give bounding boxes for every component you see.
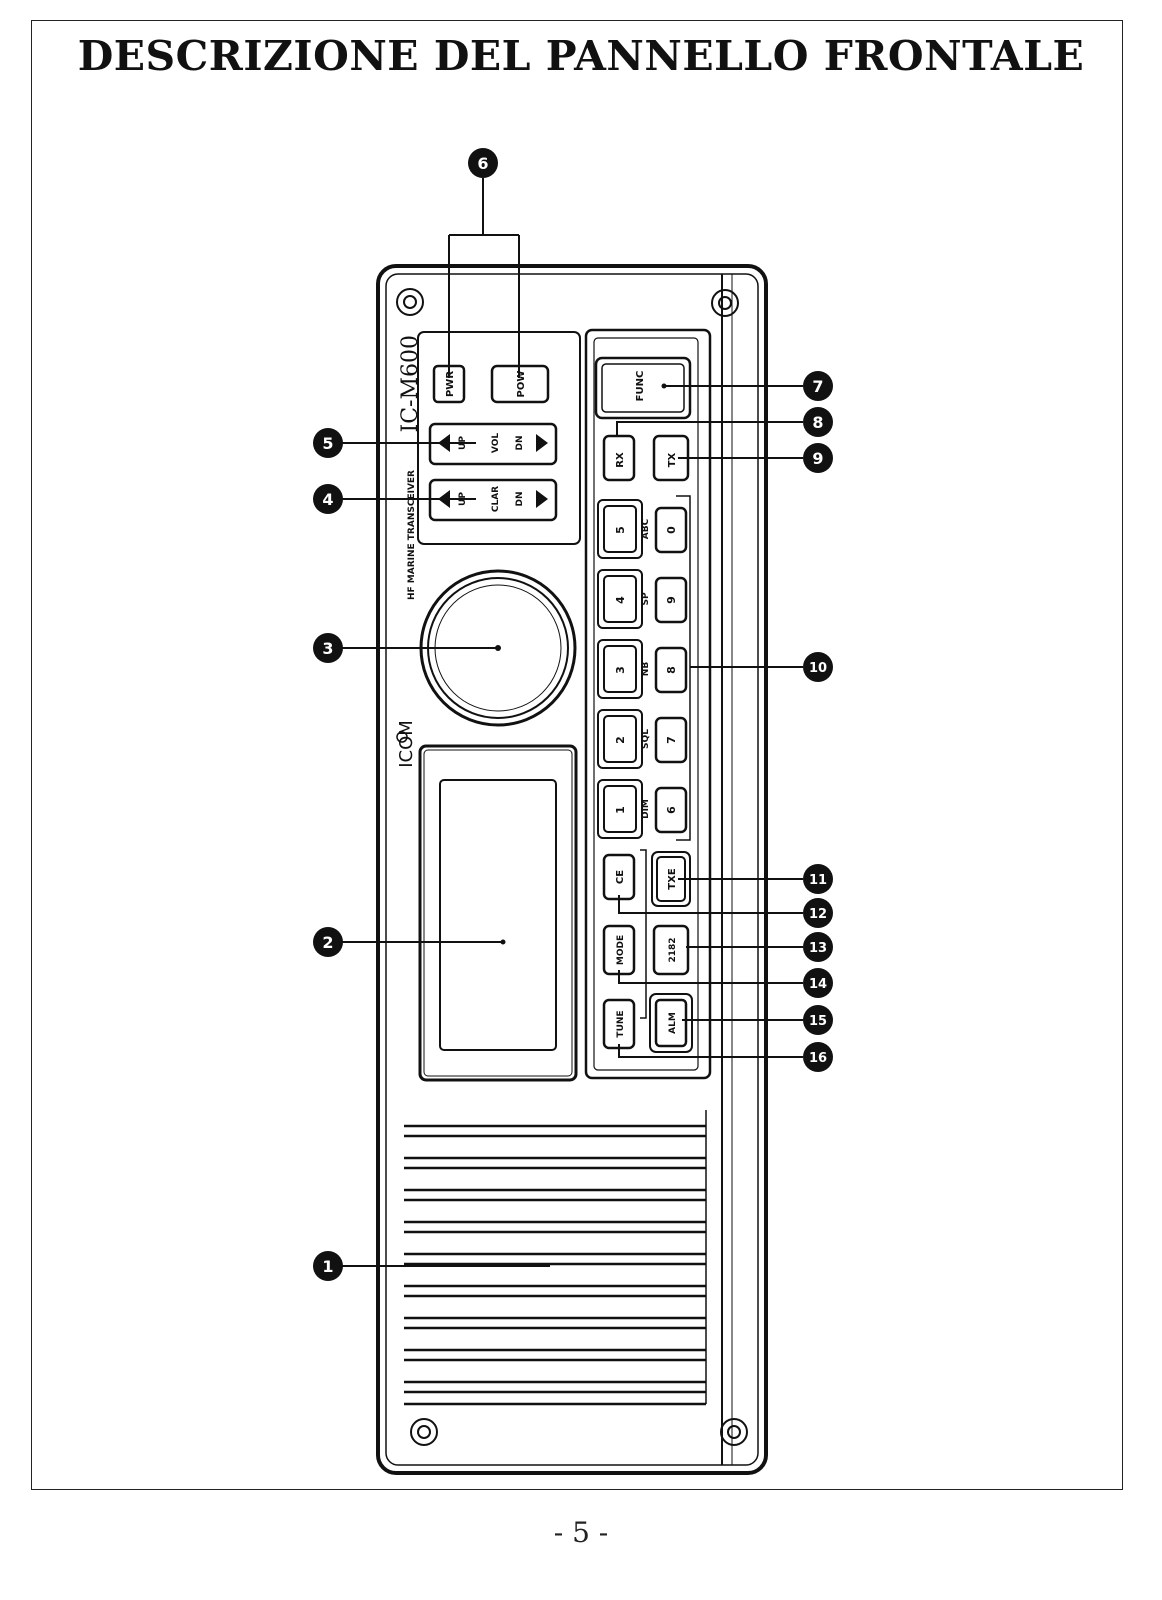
svg-text:2: 2 <box>614 736 627 744</box>
leader-lines <box>342 178 803 1267</box>
svg-text:9: 9 <box>812 449 823 468</box>
callout-1: 1 <box>313 1251 343 1281</box>
screw-icon <box>720 1418 748 1446</box>
down-arrow-icon <box>536 490 548 508</box>
key-1-6[interactable]: 1 DIM 6 <box>597 779 688 839</box>
svg-text:8: 8 <box>812 413 823 432</box>
mode-button[interactable]: MODE <box>602 924 636 976</box>
model-name: IC-M600 <box>398 335 423 432</box>
key-4-9[interactable]: 4 SP 9 <box>597 569 688 629</box>
svg-text:DN: DN <box>515 491 525 506</box>
svg-text:2182: 2182 <box>668 937 678 962</box>
callout-3: 3 <box>313 633 343 663</box>
screw-icon <box>410 1418 438 1446</box>
svg-text:14: 14 <box>809 977 827 992</box>
svg-text:8: 8 <box>665 666 678 674</box>
svg-text:6: 6 <box>665 806 678 814</box>
svg-text:3: 3 <box>614 666 627 674</box>
svg-text:12: 12 <box>809 907 827 922</box>
svg-text:VOL: VOL <box>491 433 501 453</box>
svg-text:2: 2 <box>322 933 333 952</box>
page-number: - 5 - <box>553 1516 609 1549</box>
page-border <box>31 20 1123 1490</box>
callout-10: 10 <box>803 652 833 682</box>
svg-text:5: 5 <box>614 526 627 534</box>
svg-text:NB: NB <box>641 662 651 677</box>
func-button[interactable]: FUNC <box>594 356 692 420</box>
svg-text:3: 3 <box>322 639 333 658</box>
channel-2182-button[interactable]: 2182 <box>652 924 690 976</box>
svg-text:PWR: PWR <box>445 371 456 397</box>
svg-text:1: 1 <box>322 1257 333 1276</box>
svg-text:SP: SP <box>641 592 651 605</box>
svg-text:DN: DN <box>515 435 525 450</box>
svg-text:7: 7 <box>665 736 678 744</box>
svg-text:CE: CE <box>615 870 626 884</box>
svg-text:0: 0 <box>665 526 678 534</box>
svg-text:7: 7 <box>812 377 823 396</box>
svg-text:6: 6 <box>477 154 488 173</box>
svg-text:16: 16 <box>809 1051 827 1066</box>
svg-text:CLAR: CLAR <box>491 486 501 512</box>
svg-text:POW: POW <box>516 371 527 398</box>
callout-4: 4 <box>313 484 343 514</box>
rx-button[interactable]: RX <box>602 434 636 482</box>
key-2-7[interactable]: 2 SQL 7 <box>597 709 688 769</box>
svg-text:ALM: ALM <box>668 1012 678 1034</box>
svg-text:FUNC: FUNC <box>635 371 646 402</box>
txe-button[interactable]: TXE <box>651 851 691 907</box>
screw-icon <box>711 289 739 317</box>
key-5-0[interactable]: 5 ABC 0 <box>597 499 688 559</box>
screw-icon <box>396 288 424 316</box>
callout-11: 11 <box>803 864 833 894</box>
svg-text:TUNE: TUNE <box>616 1010 626 1037</box>
model-subtitle: HF MARINE TRANSCEIVER <box>407 470 417 600</box>
ce-button[interactable]: CE <box>602 853 636 901</box>
key-3-8[interactable]: 3 NB 8 <box>597 639 688 699</box>
tune-button[interactable]: TUNE <box>602 998 636 1050</box>
callout-8: 8 <box>803 407 833 437</box>
svg-text:TXE: TXE <box>667 868 678 890</box>
callout-9: 9 <box>803 443 833 473</box>
svg-text:ICOM: ICOM <box>396 720 417 768</box>
callout-14: 14 <box>803 968 833 998</box>
svg-text:SQL: SQL <box>641 729 651 749</box>
svg-text:5: 5 <box>322 434 333 453</box>
svg-text:MODE: MODE <box>616 935 626 965</box>
numeric-keypad: 5 ABC 0 4 SP 9 3 NB 8 2 SQL 7 <box>597 499 688 839</box>
svg-text:10: 10 <box>809 661 827 676</box>
svg-text:11: 11 <box>809 873 827 888</box>
svg-text:ABC: ABC <box>641 518 651 539</box>
callout-16: 16 <box>803 1042 833 1072</box>
svg-text:4: 4 <box>322 490 333 509</box>
svg-text:13: 13 <box>809 941 827 956</box>
lcd-display <box>418 744 578 1082</box>
callout-12: 12 <box>803 898 833 928</box>
icom-logo: ICOM <box>396 720 417 768</box>
svg-text:9: 9 <box>665 596 678 604</box>
callout-13: 13 <box>803 932 833 962</box>
svg-text:4: 4 <box>614 596 627 604</box>
callout-6: 6 <box>468 148 498 178</box>
svg-text:DIM: DIM <box>641 799 651 819</box>
page-title: DESCRIZIONE DEL PANNELLO FRONTALE <box>77 32 1085 80</box>
svg-text:RX: RX <box>615 452 626 468</box>
svg-text:15: 15 <box>809 1014 827 1029</box>
speaker-grille <box>404 1124 706 1406</box>
callout-7: 7 <box>803 371 833 401</box>
down-arrow-icon <box>536 434 548 452</box>
callout-2: 2 <box>313 927 343 957</box>
callout-5: 5 <box>313 428 343 458</box>
svg-text:TX: TX <box>667 452 678 467</box>
radio-chassis <box>376 264 768 1475</box>
svg-text:1: 1 <box>614 806 627 814</box>
callout-15: 15 <box>803 1005 833 1035</box>
alarm-button[interactable]: ALM <box>649 993 693 1053</box>
